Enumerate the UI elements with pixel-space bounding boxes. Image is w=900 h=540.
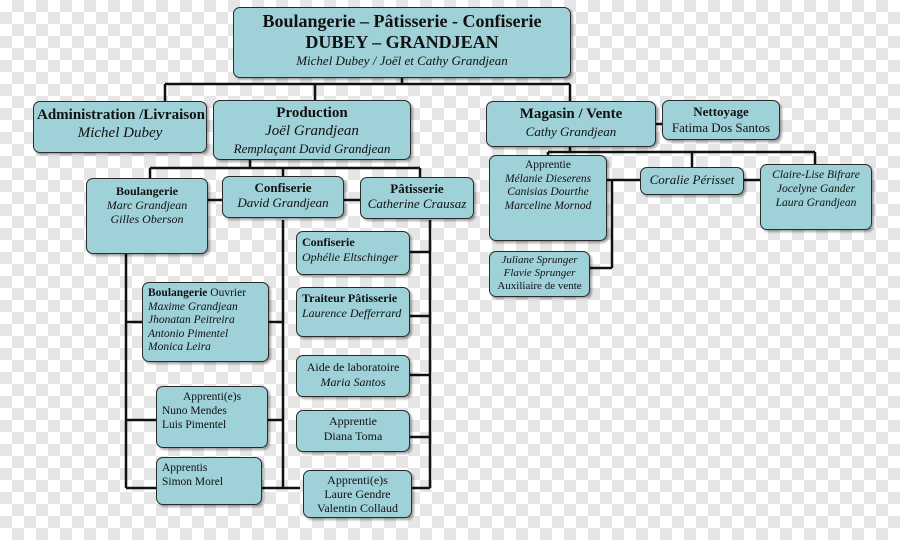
patisserie-name: Catherine Crausaz [367,196,467,211]
patisserie-title: Pâtisserie [390,181,444,196]
company-box: Boulangerie – Pâtisserie - Confiserie DU… [233,7,571,78]
magasin-name: Cathy Grandjean [525,124,617,139]
admin-name: Michel Dubey [77,125,163,141]
production-replacement: Remplaçant David Grandjean [233,141,391,156]
production-box: Production Joël Grandjean Remplaçant Dav… [213,100,411,160]
apprentis-simon-box: Apprentis Simon Morel [156,457,262,505]
vendeuse-name-2: Jocelyne Gander [776,183,856,195]
magasin-box: Magasin / Vente Cathy Grandjean [486,101,656,147]
confiserie-title: Confiserie [254,180,312,195]
ouvrier-name-4: Monica Leira [148,341,211,353]
production-name: Joël Grandjean [265,123,359,139]
apprentis-boulangerie-title: Apprenti(e)s [182,391,242,403]
apprentie-diana-box: Apprentie Diana Toma [296,410,410,452]
vendeuses-box: Claire-Lise Bifrare Jocelyne Gander Laur… [760,164,872,230]
apprentie-diana-title: Apprentie [329,414,377,428]
admin-box: Administration /Livraison Michel Dubey [33,101,207,153]
auxiliaire-name-2: Flavie Sprunger [503,267,576,279]
confiserie-box: Confiserie David Grandjean [222,176,344,218]
boulangerie-ouvrier-title-rest: Ouvrier [207,287,247,299]
vendeuse-name-3: Laura Grandjean [775,197,857,209]
apprentis-patisserie-name-2: Valentin Collaud [317,501,398,515]
magasin-title: Magasin / Vente [519,106,623,122]
apprentie-vente-title: Apprentie [525,159,571,171]
nettoyage-box: Nettoyage Fatima Dos Santos [662,100,780,140]
apprentie-vente-name-3: Marceline Mornod [504,199,592,212]
confiserie-sub-title: Confiserie [302,235,355,249]
apprentis-boulangerie-name-1: Nuno Mendes [162,405,227,417]
production-title: Production [276,105,348,121]
vendeuse-name-1: Claire-Lise Bifrare [772,169,860,181]
company-title: Boulangerie – Pâtisserie - Confiserie [262,11,542,31]
boulangerie-box: Boulangerie Marc Grandjean Gilles Oberso… [86,178,208,254]
boulangerie-ouvrier-title: Boulangerie [148,287,208,299]
aide-labo-title: Aide de laboratoire [306,360,400,374]
company-subtitle: DUBEY – GRANDJEAN [305,32,499,52]
apprentie-vente-name-1: Mélanie Dieserens [504,172,592,185]
apprentis-simon-title: Apprentis [162,462,208,474]
nettoyage-name: Fatima Dos Santos [671,120,771,135]
auxiliaire-role: Auxiliaire de vente [497,280,582,292]
apprentis-boulangerie-box: Apprenti(e)s Nuno Mendes Luis Pimentel [156,386,268,448]
apprentie-diana-name: Diana Toma [323,429,383,443]
apprentie-vente-box: Apprentie Mélanie Dieserens Canisias Dou… [489,155,607,241]
traiteur-title: Traiteur Pâtisserie [302,291,398,305]
apprentis-patisserie-title: Apprenti(e)s [327,473,388,487]
boulangerie-title: Boulangerie [116,184,178,198]
auxiliaire-box: Juliane Sprunger Flavie Sprunger Auxilia… [489,251,590,297]
coralie-box: Coralie Périsset [640,167,744,195]
ouvrier-name-3: Antonio Pimentel [148,327,229,340]
auxiliaire-name-1: Juliane Sprunger [501,254,578,266]
apprentis-patisserie-box: Apprenti(e)s Laure Gendre Valentin Colla… [303,470,412,518]
apprentis-simon-name: Simon Morel [162,476,224,488]
apprentis-patisserie-name-1: Laure Gendre [324,487,391,501]
patisserie-box: Pâtisserie Catherine Crausaz [360,177,474,219]
ouvrier-name-1: Maxime Grandjean [148,300,238,313]
apprentie-vente-name-2: Canisias Dourthe [507,186,589,198]
boulangerie-ouvrier-box: Boulangerie Ouvrier Maxime Grandjean Jho… [142,282,269,362]
coralie-name: Coralie Périsset [649,172,735,187]
ouvrier-name-2: Jhonatan Peitreira [148,314,235,326]
boulangerie-name-2: Gilles Oberson [110,212,184,226]
confiserie-sub-box: Confiserie Ophélie Eltschinger [296,231,410,275]
apprentis-boulangerie-name-2: Luis Pimentel [162,419,227,431]
traiteur-name: Laurence Defferrard [302,306,402,320]
aide-labo-name: Maria Santos [320,375,386,389]
traiteur-box: Traiteur Pâtisserie Laurence Defferrard [296,287,410,337]
confiserie-name: David Grandjean [237,195,329,210]
confiserie-sub-name: Ophélie Eltschinger [302,250,399,264]
boulangerie-name-1: Marc Grandjean [106,198,188,212]
admin-title: Administration /Livraison [37,107,205,123]
nettoyage-title: Nettoyage [693,104,749,119]
company-owners: Michel Dubey / Joël et Cathy Grandjean [296,53,508,68]
aide-labo-box: Aide de laboratoire Maria Santos [296,355,410,397]
